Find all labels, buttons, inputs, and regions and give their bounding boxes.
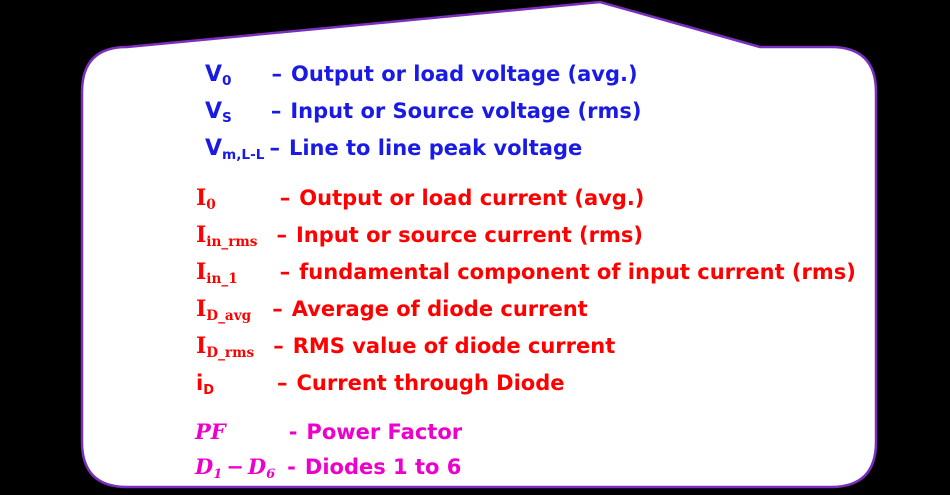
symbol-iin-1: Iin_1 [196, 259, 238, 287]
nomenclature-row-diodes: D1−D6 - Diodes 1 to 6 [195, 454, 462, 482]
symbol-iin-rms: Iin_rms [196, 222, 258, 250]
description-id-avg: Average of diode current [291, 297, 588, 321]
separator-dash: - [288, 420, 298, 444]
separator-dash: – [271, 62, 283, 86]
separator-dash: – [269, 136, 280, 160]
nomenclature-row-id-avg: ID_avg – Average of diode current [196, 296, 588, 324]
symbol-vs: VS [205, 99, 232, 126]
nomenclature-row-id-rms: ID_rms – RMS value of diode current [196, 333, 616, 361]
separator-dash: – [279, 260, 291, 284]
symbol-id-rms: ID_rms [196, 333, 255, 361]
symbol-diode-range: D1−D6 [195, 454, 276, 482]
description-id-instant: Current through Diode [296, 371, 565, 395]
description-id-rms: RMS value of diode current [292, 334, 616, 358]
separator-dash: – [277, 371, 288, 395]
description-v0: Output or load voltage (avg.) [291, 62, 638, 86]
description-diodes: Diodes 1 to 6 [304, 455, 462, 479]
separator-dash: – [273, 334, 284, 358]
nomenclature-row-vmll: Vm,L-L – Line to line peak voltage [205, 136, 583, 163]
symbol-i0: I0 [196, 185, 216, 213]
description-i0: Output or load current (avg.) [299, 186, 645, 210]
symbol-pf: PF [195, 419, 226, 444]
callout-bubble-shape [80, 0, 878, 489]
nomenclature-row-pf: PF - Power Factor [195, 421, 462, 443]
separator-dash: - [287, 455, 296, 479]
symbol-v0: V0 [205, 62, 232, 89]
symbol-vm-ll: Vm,L-L [205, 136, 265, 163]
nomenclature-row-i0: I0 – Output or load current (avg.) [196, 185, 645, 213]
description-iin-rms: Input or source current (rms) [295, 223, 643, 247]
nomenclature-row-iin-1: Iin_1 – fundamental component of input c… [196, 259, 856, 287]
separator-dash: – [276, 223, 287, 247]
description-vs: Input or Source voltage (rms) [290, 99, 642, 123]
description-vm-ll: Line to line peak voltage [288, 136, 583, 160]
nomenclature-row-iin-rms: Iin_rms – Input or source current (rms) [196, 222, 643, 250]
nomenclature-row-id-instant: iD – Current through Diode [196, 371, 565, 398]
separator-dash: – [272, 297, 283, 321]
separator-dash: – [279, 186, 291, 210]
description-iin-1: fundamental component of input current (… [299, 260, 856, 284]
separator-dash: – [270, 99, 282, 123]
nomenclature-row-vs: VS – Input or Source voltage (rms) [205, 99, 642, 126]
symbol-id-avg: ID_avg [196, 296, 252, 324]
description-pf: Power Factor [306, 420, 463, 444]
symbol-id-instant: iD [196, 371, 215, 398]
nomenclature-row-v0: V0 – Output or load voltage (avg.) [205, 62, 638, 89]
